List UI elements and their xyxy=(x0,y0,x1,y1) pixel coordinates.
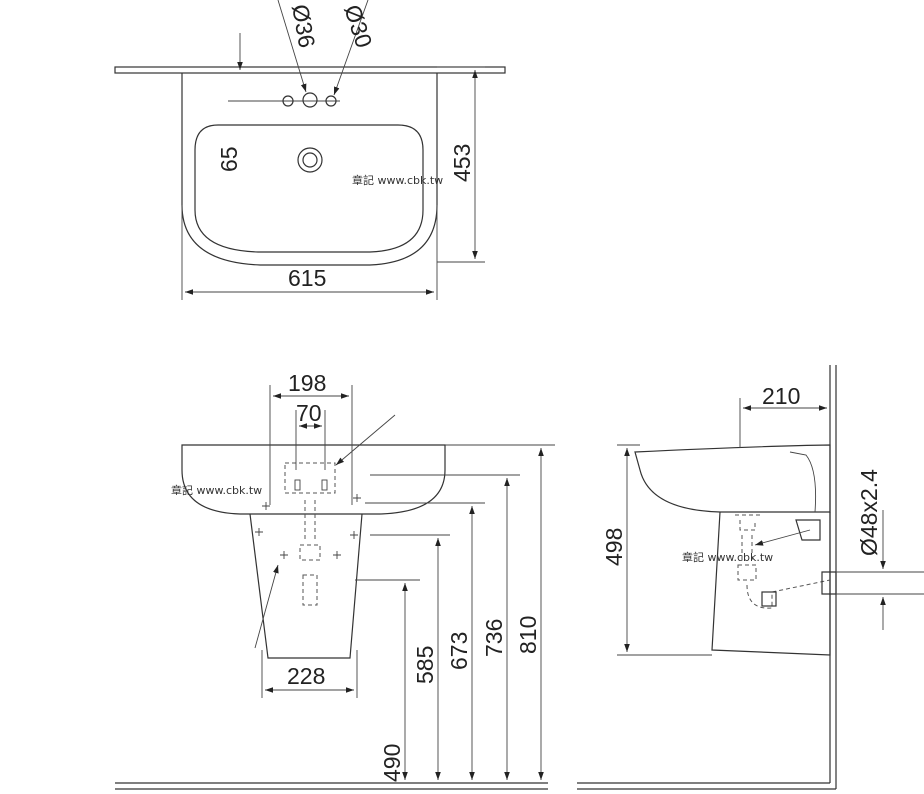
pipe-label: Ø48x2.4 xyxy=(856,469,882,556)
top-wall-plate xyxy=(114,66,506,74)
top-view: Ø36 Ø30 65 453 615 章記 www.cbk.tw xyxy=(114,0,506,300)
tap-hole-left xyxy=(282,95,294,107)
offset-label: 65 xyxy=(216,146,242,172)
pedestal-side xyxy=(711,511,831,656)
height-label-673: 673 xyxy=(446,632,472,670)
pedestal-front xyxy=(249,513,363,659)
front-view: 198 70 228 490 585 673 736 810 章記 www.cb… xyxy=(115,370,555,790)
tap-hole-center xyxy=(302,92,318,108)
watermark-front: 章記 www.cbk.tw xyxy=(171,483,262,497)
side-depth-label: 210 xyxy=(762,383,800,409)
basin-front xyxy=(181,444,446,515)
basin-outline-top xyxy=(181,73,438,266)
tap-hole-right xyxy=(325,95,337,107)
basin-side xyxy=(634,444,831,513)
watermark-side: 章記 www.cbk.tw xyxy=(682,550,773,564)
watermark-top: 章記 www.cbk.tw xyxy=(352,173,443,187)
inner-width-label: 70 xyxy=(296,400,322,426)
drain-outer xyxy=(297,147,323,173)
top-width-label: 198 xyxy=(288,370,326,396)
drain-inner xyxy=(302,152,318,168)
side-height-label: 498 xyxy=(601,528,627,566)
width-label: 615 xyxy=(288,265,326,291)
height-label-490: 490 xyxy=(379,744,405,782)
side-view: 210 498 Ø48x2.4 章記 www.cbk.tw xyxy=(577,365,924,790)
basin-bowl-top xyxy=(194,124,424,253)
height-label-585: 585 xyxy=(412,646,438,684)
height-label-736: 736 xyxy=(481,619,507,657)
bottom-width-label: 228 xyxy=(287,663,325,689)
hole-left-label: Ø36 xyxy=(287,2,320,49)
depth-label: 453 xyxy=(449,144,475,182)
height-label-810: 810 xyxy=(515,616,541,654)
hole-right-label: Ø30 xyxy=(339,2,377,51)
